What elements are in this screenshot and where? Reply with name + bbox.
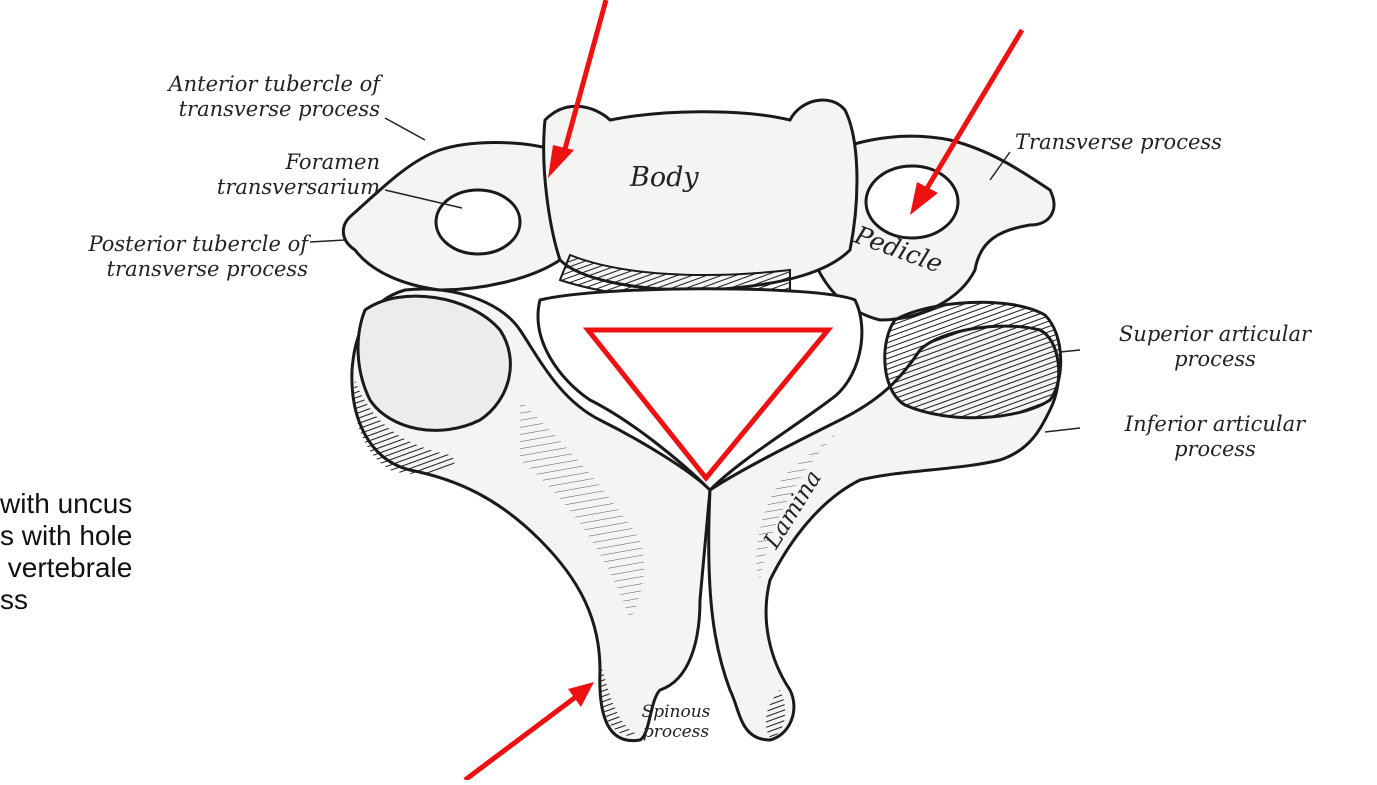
label-inferior-articular-line2: process — [1080, 437, 1350, 462]
label-body: Body — [630, 165, 699, 190]
side-text-block: with uncus s with hole vertebrale ss — [0, 488, 132, 616]
label-superior-articular-line2: process — [1085, 347, 1345, 372]
label-spinous-line2: process — [640, 722, 712, 742]
label-spinous-process: Spinous process — [640, 702, 712, 742]
side-text-line: vertebrale — [0, 552, 132, 584]
label-posterior-tubercle-line1: Posterior tubercle of — [0, 232, 308, 257]
arrow-spinous-head — [568, 682, 594, 707]
label-foramen-line2: transversarium — [70, 175, 380, 200]
label-anterior-tubercle: Anterior tubercle of transverse process — [70, 72, 380, 122]
label-superior-articular-line1: Superior articular — [1085, 322, 1345, 347]
label-anterior-tubercle-line2: transverse process — [70, 97, 380, 122]
label-spinous-line1: Spinous — [640, 702, 712, 722]
label-anterior-tubercle-line1: Anterior tubercle of — [70, 72, 380, 97]
side-text-line: ss — [0, 584, 132, 616]
label-superior-articular: Superior articular process — [1085, 322, 1345, 372]
arrow-spinous-shaft — [465, 690, 585, 780]
left-foramen-transversarium — [436, 190, 520, 254]
side-text-line: with uncus — [0, 488, 132, 520]
label-posterior-tubercle-line2: transverse process — [0, 257, 308, 282]
label-transverse-process: Transverse process — [1015, 130, 1222, 155]
label-inferior-articular-line1: Inferior articular — [1080, 412, 1350, 437]
label-foramen-line1: Foramen — [70, 150, 380, 175]
side-text-line: s with hole — [0, 520, 132, 552]
label-inferior-articular: Inferior articular process — [1080, 412, 1350, 462]
label-posterior-tubercle: Posterior tubercle of transverse process — [0, 232, 308, 282]
label-foramen-transversarium: Foramen transversarium — [70, 150, 380, 200]
